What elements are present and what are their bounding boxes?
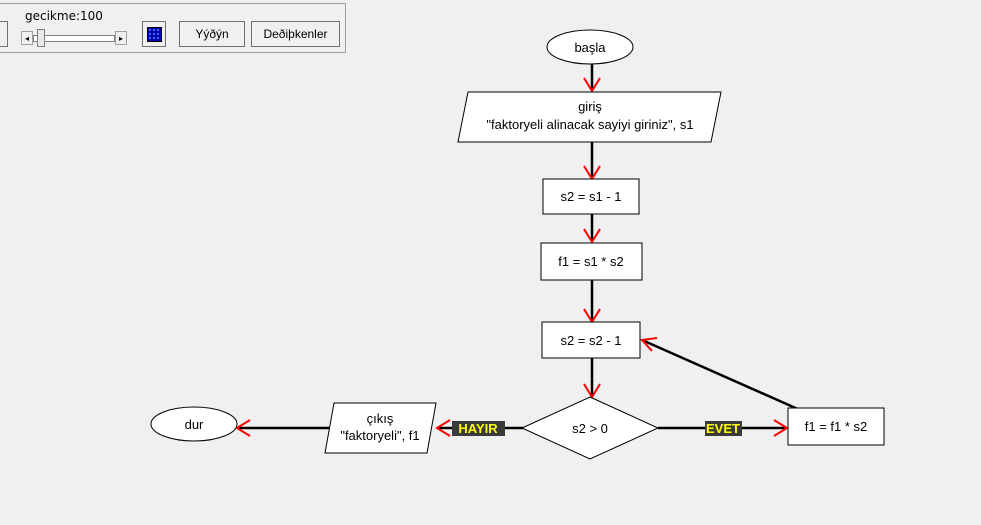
slider-thumb[interactable] <box>37 29 45 47</box>
variables-button[interactable]: Deðiþkenler <box>251 21 340 47</box>
run-button-label: Yýðýn <box>195 27 229 41</box>
process-loop-step[interactable]: f1 = f1 * s2 <box>787 407 885 446</box>
yes-tag: EVET <box>705 421 742 436</box>
loop-step-label: f1 = f1 * s2 <box>805 419 868 434</box>
arrowhead-icon <box>639 337 658 352</box>
color-button[interactable] <box>142 21 166 47</box>
output-title: çıkış <box>367 411 394 426</box>
step2-label: f1 = s1 * s2 <box>558 254 623 269</box>
process-step3[interactable]: s2 = s2 - 1 <box>541 321 641 359</box>
decision-node[interactable]: s2 > 0 <box>520 396 660 460</box>
arrowhead-icon <box>235 419 251 437</box>
input-node[interactable]: giriş "faktoryeli alinacak sayiyi girini… <box>457 91 722 143</box>
toolbar-left-button[interactable] <box>0 21 8 47</box>
delay-slider[interactable]: ◂ ▸ <box>21 29 127 47</box>
end-label: dur <box>185 417 204 432</box>
start-node[interactable]: başla <box>546 29 634 65</box>
delay-label: gecikme:100 <box>25 9 103 23</box>
no-tag: HAYIR <box>452 421 505 436</box>
arrowhead-icon <box>435 419 451 437</box>
input-body: "faktoryeli alinacak sayiyi giriniz", s1 <box>486 117 693 132</box>
toolbar: gecikme:100 ◂ ▸ Yýðýn Deðiþkenler <box>0 3 346 53</box>
end-node[interactable]: dur <box>150 406 238 442</box>
process-step2[interactable]: f1 = s1 * s2 <box>540 242 643 281</box>
arrowhead-icon <box>583 77 601 93</box>
step1-label: s2 = s1 - 1 <box>560 189 621 204</box>
grid-color-icon <box>146 26 162 42</box>
output-node[interactable]: çıkış "faktoryeli", f1 <box>324 402 437 454</box>
connector-loop-back <box>641 338 801 412</box>
slider-right-arrow-icon[interactable]: ▸ <box>115 31 127 45</box>
variables-button-label: Deðiþkenler <box>263 27 328 41</box>
no-label: HAYIR <box>458 421 498 436</box>
decision-label: s2 > 0 <box>572 421 608 436</box>
process-step1[interactable]: s2 = s1 - 1 <box>542 178 640 215</box>
connectors <box>237 64 801 430</box>
slider-left-arrow-icon[interactable]: ◂ <box>21 31 33 45</box>
output-body: "faktoryeli", f1 <box>340 428 419 443</box>
arrowhead-icon <box>583 383 601 399</box>
input-title: giriş <box>578 99 602 114</box>
step3-label: s2 = s2 - 1 <box>560 333 621 348</box>
slider-track[interactable] <box>33 35 115 42</box>
arrowhead-icon <box>773 419 789 437</box>
arrowhead-icon <box>583 228 601 244</box>
yes-label: EVET <box>706 421 740 436</box>
start-label: başla <box>574 40 606 55</box>
run-button[interactable]: Yýðýn <box>179 21 245 47</box>
